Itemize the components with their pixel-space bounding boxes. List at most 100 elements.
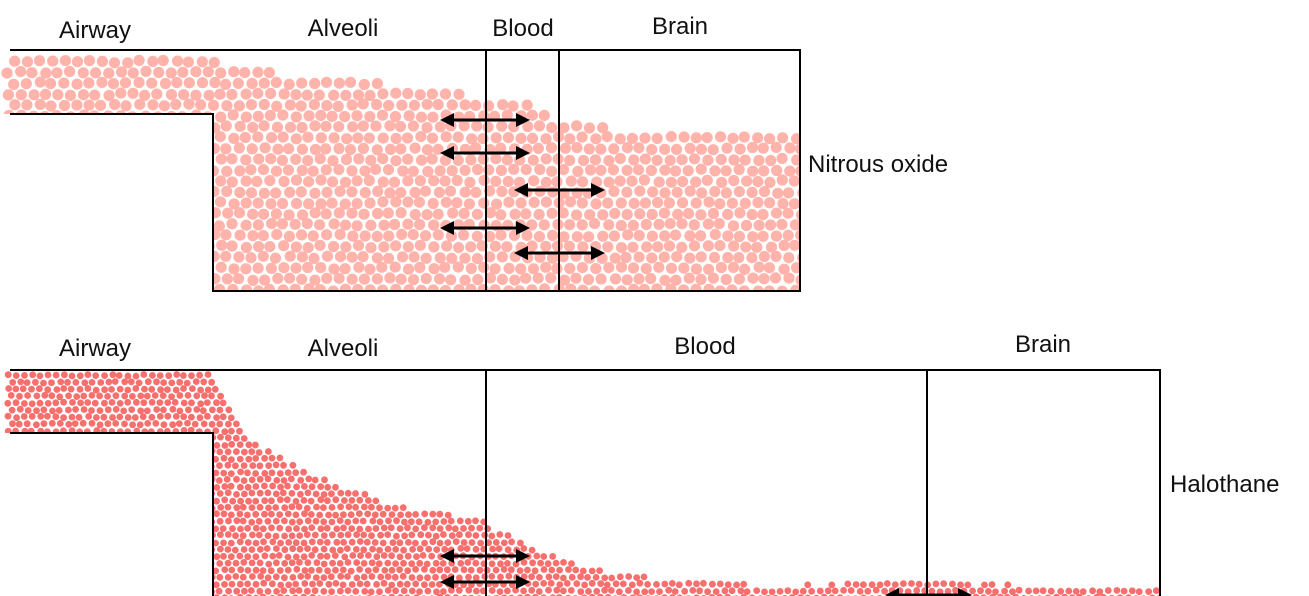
gas-particle: [492, 539, 500, 546]
gas-particle: [337, 546, 344, 554]
gas-particle: [189, 497, 197, 505]
gas-particle: [27, 110, 40, 122]
gas-particle: [272, 573, 280, 581]
gas-particle: [577, 154, 590, 167]
gas-particle: [296, 545, 304, 553]
gas-particle: [252, 539, 260, 547]
gas-particle: [326, 110, 338, 122]
gas-particle: [363, 132, 375, 144]
gas-particle: [147, 469, 155, 477]
gas-particle: [459, 252, 471, 264]
gas-particle: [551, 240, 564, 252]
gas-particle: [120, 461, 127, 469]
gas-particle: [104, 518, 111, 526]
gas-particle: [157, 482, 165, 490]
gas-particle: [49, 462, 57, 470]
gas-particle: [207, 99, 220, 111]
gas-particle: [52, 196, 64, 209]
gas-particle: [172, 552, 180, 560]
gas-particle: [20, 497, 27, 504]
gas-particle: [763, 262, 776, 274]
gas-particle: [212, 469, 220, 477]
gas-particle: [513, 176, 526, 188]
gas-particle: [146, 186, 158, 198]
gas-particle: [127, 504, 135, 511]
gas-particle: [483, 164, 495, 176]
gas-particle: [65, 284, 77, 291]
gas-particle: [32, 545, 40, 553]
gas-particle: [168, 574, 176, 582]
gas-particle: [357, 142, 369, 154]
gas-particle: [164, 412, 172, 420]
gas-particle: [36, 484, 44, 491]
gas-particle: [396, 99, 408, 111]
gas-particle: [528, 573, 535, 581]
gas-particle: [289, 587, 297, 595]
gas-particle: [752, 196, 764, 209]
gas-particle: [364, 284, 376, 291]
label-alveoli: Alveoli: [308, 15, 379, 42]
gas-particle: [248, 546, 256, 553]
gas-particle: [441, 545, 449, 553]
gas-particle: [84, 399, 92, 406]
gas-particle: [470, 142, 482, 154]
gas-particle: [504, 587, 511, 595]
gas-particle: [412, 511, 419, 518]
gas-particle: [37, 525, 44, 533]
gas-particle: [646, 208, 658, 220]
gas-particle: [65, 406, 72, 414]
gas-particle: [132, 209, 144, 221]
gas-particle: [144, 448, 152, 456]
gas-particle: [737, 587, 745, 595]
gas-particle: [139, 132, 151, 144]
gas-particle: [227, 553, 235, 561]
gas-particle: [284, 469, 292, 476]
gas-particle: [249, 573, 256, 580]
gas-particle: [248, 448, 256, 456]
gas-particle: [72, 207, 84, 219]
gas-particle: [288, 503, 296, 511]
gas-particle: [109, 165, 121, 177]
gas-particle: [583, 122, 596, 134]
gas-particle: [220, 250, 232, 262]
gas-particle: [659, 143, 671, 155]
gas-particle: [317, 496, 325, 504]
gas-particle: [688, 219, 700, 231]
gas-particle: [671, 143, 683, 155]
gas-particle: [201, 392, 208, 399]
gas-particle: [752, 285, 764, 291]
gas-particle: [571, 142, 583, 154]
gas-particle: [395, 207, 407, 219]
gas-particle: [505, 572, 513, 580]
gas-particle: [244, 553, 252, 561]
gas-particle: [51, 483, 59, 491]
gas-particle: [595, 164, 607, 176]
gas-particle: [571, 231, 583, 243]
gas-particle: [224, 448, 232, 456]
gas-particle: [195, 580, 203, 588]
gas-particle: [444, 566, 451, 574]
gas-particle: [296, 143, 308, 155]
gas-particle: [376, 261, 388, 273]
gas-particle: [53, 284, 65, 291]
gas-particle: [268, 469, 276, 477]
gas-particle: [101, 219, 113, 231]
gas-particle: [265, 560, 273, 568]
gas-particle: [68, 372, 76, 380]
gas-particle: [321, 272, 333, 284]
gas-particle: [382, 207, 394, 219]
gas-particle: [232, 559, 240, 567]
gas-particle: [224, 503, 232, 511]
gas-particle: [175, 420, 183, 427]
gas-particle: [315, 132, 327, 144]
gas-particle: [2, 133, 15, 145]
gas-particle: [313, 503, 320, 511]
gas-particle: [159, 251, 171, 263]
gas-particle: [36, 399, 44, 407]
gas-particle: [117, 565, 124, 573]
gas-particle: [421, 122, 433, 134]
gas-particle: [540, 261, 552, 273]
gas-particle: [376, 546, 383, 554]
gas-particle: [204, 386, 212, 394]
gas-particle: [293, 525, 300, 532]
